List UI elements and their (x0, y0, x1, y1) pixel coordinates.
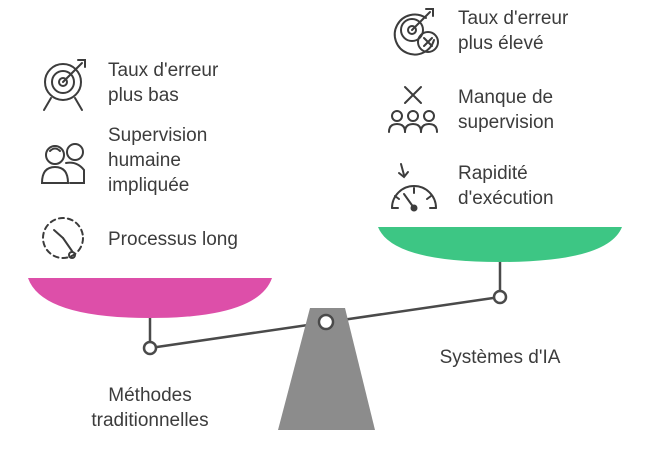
right-pan (378, 227, 622, 262)
left-item-2-label: Supervision humaine impliquée (108, 125, 208, 196)
right-item-3-label: Rapidité d'exécution (458, 163, 554, 209)
left-side-title: Méthodes traditionnelles (91, 385, 209, 431)
scale-base (278, 308, 375, 430)
left-item-3-label: Processus long (108, 229, 238, 250)
left-item-1-label: Taux d'erreur plus bas (108, 60, 219, 106)
right-item-1-label: Taux d'erreur plus élevé (458, 8, 569, 54)
speedometer-icon (391, 163, 437, 212)
target-error-icon (393, 8, 439, 56)
dashed-clock-icon (42, 217, 84, 259)
right-item-2-label: Manque de supervision (458, 87, 555, 133)
people-supervision-icon (40, 143, 85, 184)
target-arrow-icon (43, 59, 86, 111)
right-beam-joint (492, 289, 508, 305)
left-beam-joint (142, 340, 158, 356)
center-pivot (317, 313, 335, 331)
no-supervision-icon (388, 86, 438, 133)
right-side-title: Systèmes d'IA (439, 347, 561, 368)
left-pan (28, 278, 272, 318)
